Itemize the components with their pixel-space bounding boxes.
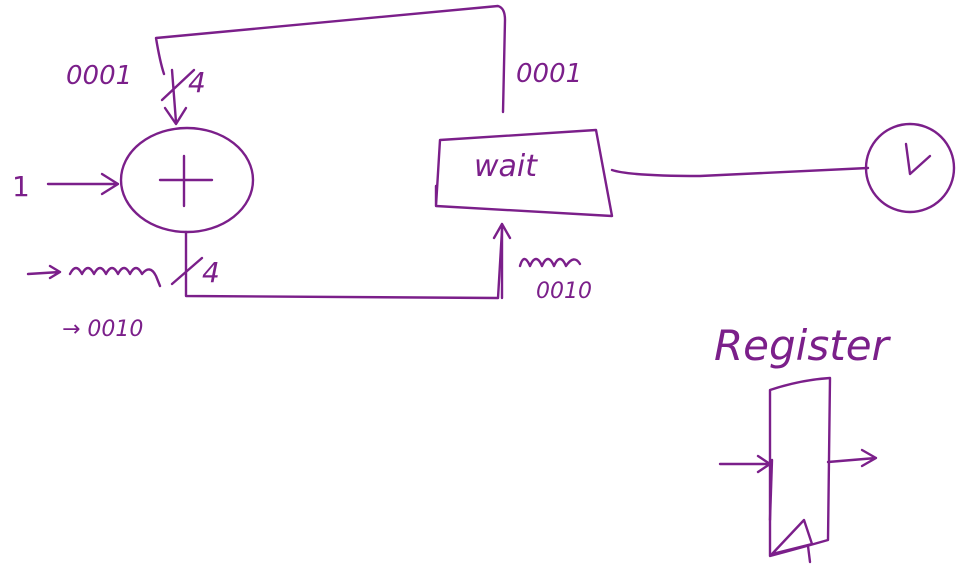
adder-output-wire bbox=[184, 228, 504, 300]
wait-input-arrow bbox=[492, 222, 512, 300]
scribble-right bbox=[518, 257, 582, 268]
feedback-wire-top bbox=[154, 4, 507, 114]
input-one-arrow bbox=[46, 172, 120, 196]
bottom-right-value-label: 0010 bbox=[536, 279, 592, 304]
adder-input-one-label: 1 bbox=[12, 170, 30, 203]
bottom-left-value-label: → 0010 bbox=[62, 317, 143, 342]
top-left-value-label: 0001 bbox=[66, 61, 132, 91]
register-title: Register bbox=[714, 321, 892, 370]
wait-box bbox=[434, 128, 614, 218]
register-symbol bbox=[718, 376, 878, 564]
wait-box-label: wait bbox=[474, 149, 538, 184]
top-bus-width-label: 4 bbox=[188, 66, 206, 99]
top-right-value-label: 0001 bbox=[516, 59, 582, 89]
bottom-bus-width-label: 4 bbox=[202, 256, 220, 289]
plus-icon bbox=[158, 154, 214, 208]
clock-icon bbox=[864, 122, 956, 214]
adder-top-input-arrow bbox=[163, 68, 188, 126]
top-bus-slash bbox=[160, 68, 196, 102]
scribble-left bbox=[26, 264, 162, 288]
bottom-bus-slash bbox=[170, 256, 204, 286]
clock-wire bbox=[610, 166, 870, 178]
